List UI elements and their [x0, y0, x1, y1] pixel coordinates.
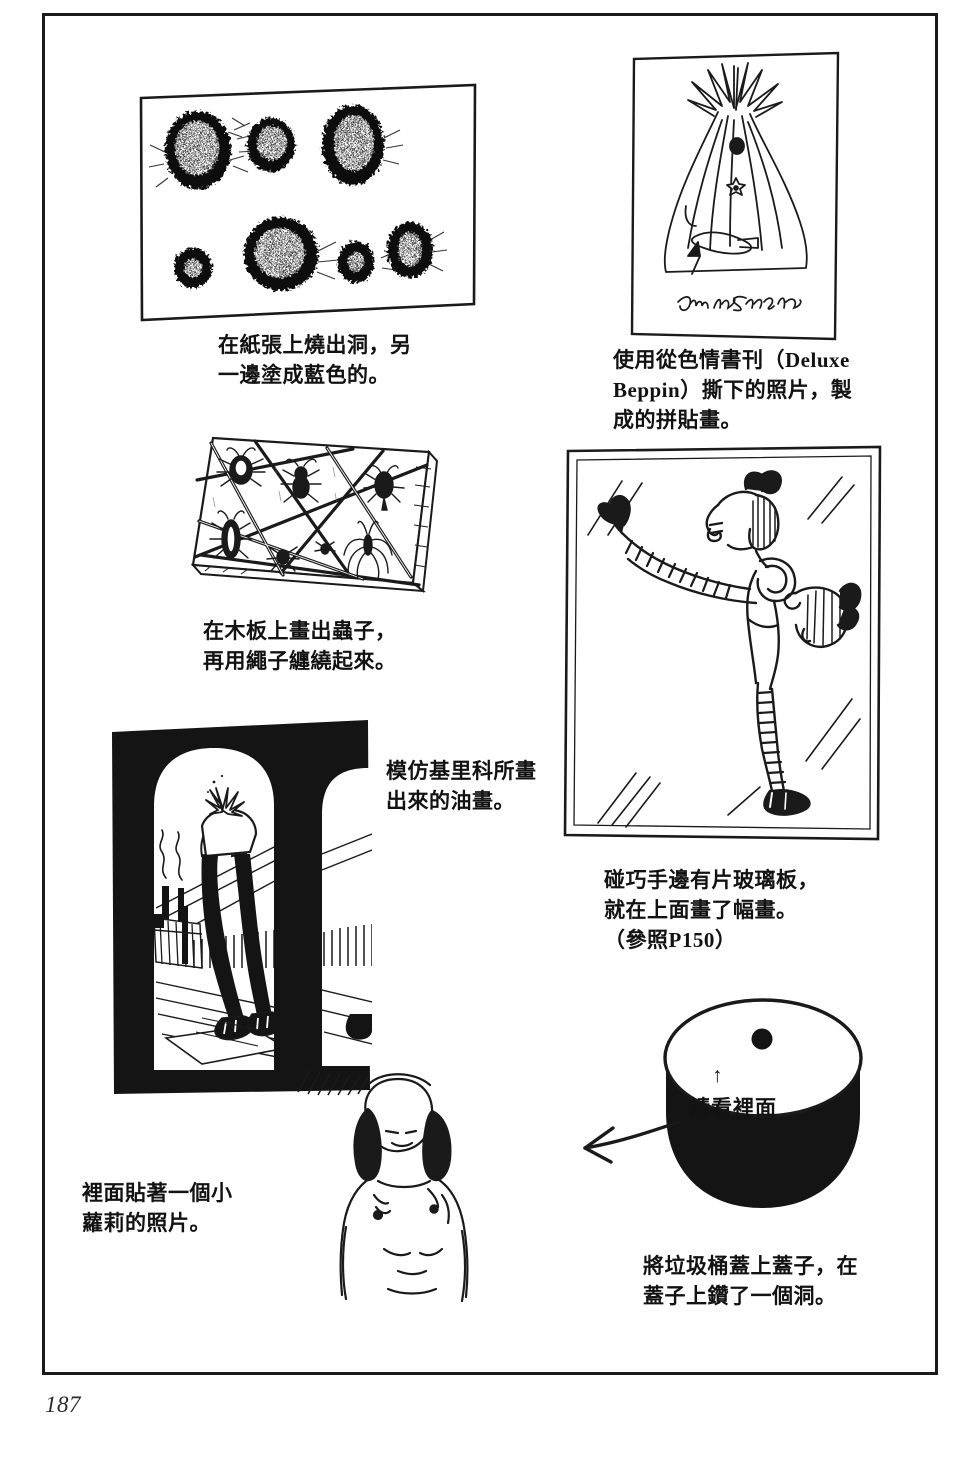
page-number: 187 — [45, 1392, 81, 1417]
inside-photo-figure — [258, 1037, 548, 1357]
burned-paper-figure — [138, 82, 478, 332]
caption-insect-board: 在木板上畫出蟲子， 再用繩子纏繞起來。 — [203, 619, 397, 673]
collage-figure — [630, 50, 842, 342]
glass-painting-figure — [560, 443, 886, 845]
insect-board-figure — [183, 425, 473, 610]
caption-inside-photo: 裡面貼著一個小 蘿莉的照片。 — [82, 1181, 233, 1235]
trash-bin-figure — [648, 996, 878, 1246]
caption-collage: 使用從色情書刊（Deluxe Beppin）撕下的照片，製 成的拼貼畫。 — [613, 348, 853, 432]
pointer-arrow-icon — [575, 1112, 685, 1172]
bin-lid-arrow: ↑ — [712, 1063, 723, 1087]
caption-glass-painting: 碰巧手邊有片玻璃板， 就在上面畫了幅畫。 （參照P150） — [604, 868, 819, 952]
chirico-oil-figure — [110, 718, 372, 1096]
caption-trash-bin: 將垃圾桶蓋上蓋子，在 蓋子上鑽了一個洞。 — [643, 1254, 858, 1308]
caption-chirico-oil: 模仿基里科所畫 出來的油畫。 — [386, 759, 537, 813]
bin-lid-label: 請看裡面 — [689, 1096, 777, 1120]
caption-burned-paper: 在紙張上燒出洞，另 一邊塗成藍色的。 — [218, 333, 412, 387]
